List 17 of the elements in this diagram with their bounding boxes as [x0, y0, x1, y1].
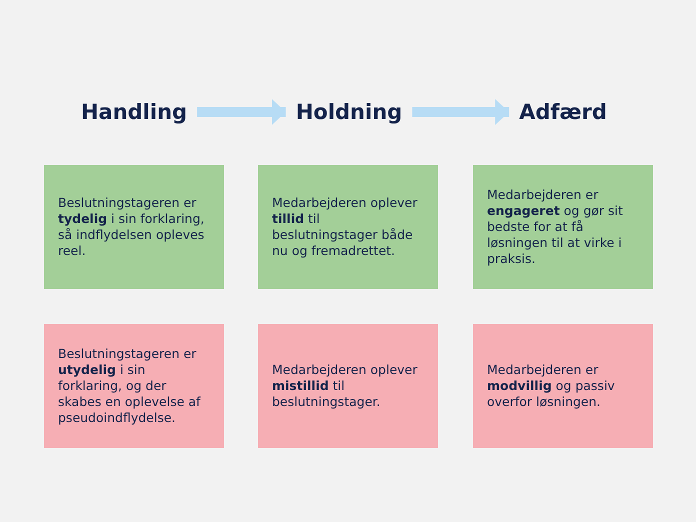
column-heading: Holdning	[286, 98, 412, 126]
arrow	[412, 99, 510, 125]
statement-card	[473, 324, 653, 448]
column-heading: Adfærd	[509, 98, 617, 126]
statement-card	[44, 165, 224, 289]
statement-text: Medarbejderen oplever tillid til beslutningstager både nu og fremadrettet.	[272, 195, 418, 259]
statement-text: Medarbejderen oplever mistillid til beslutningstager.	[272, 362, 418, 410]
arrow	[197, 99, 286, 125]
statement-card	[473, 165, 653, 289]
statement-card	[44, 324, 224, 448]
statement-card	[258, 165, 438, 289]
column-heading: Handling	[70, 98, 198, 126]
statement-text: Beslutningstageren er utydelig i sin forklaring, og der skabes en oplevelse af pseudoindflydelse.	[58, 346, 202, 426]
statement-text: Medarbejderen er modvillig og passiv overfor løsningen.	[487, 362, 616, 410]
statement-text: Medarbejderen er engageret og gør sit bedste for at få løsningen til at virke i praksis.	[487, 187, 624, 267]
statement-card	[258, 324, 438, 448]
statement-text: Beslutningstageren er tydelig i sin forklaring, så indflydelsen opleves reel.	[58, 195, 206, 259]
